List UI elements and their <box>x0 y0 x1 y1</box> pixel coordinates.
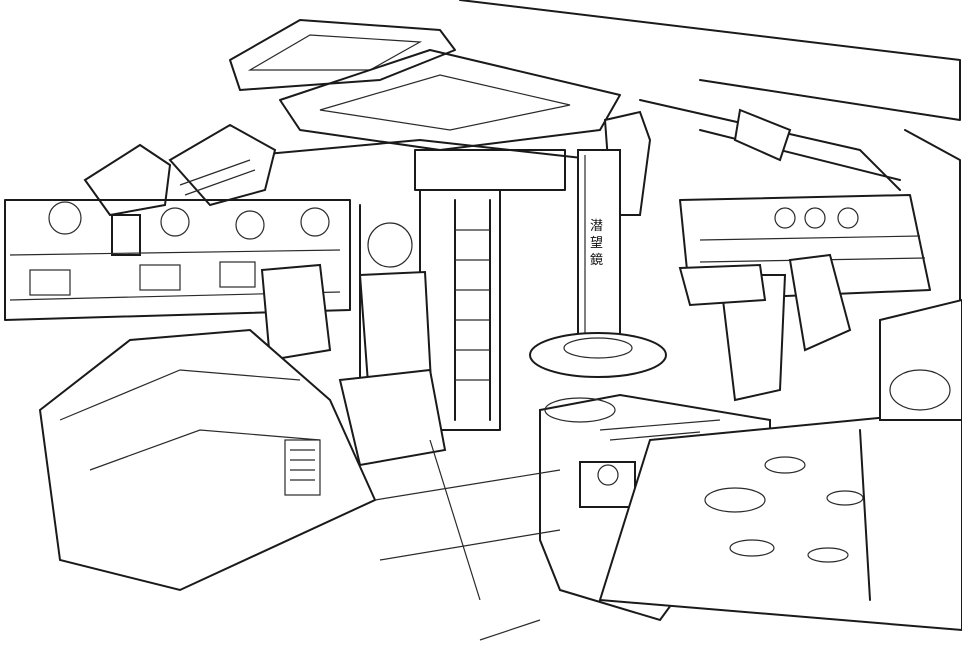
periscope-pillar <box>529 149 667 378</box>
periscope-label: 潜望鏡 <box>590 219 604 268</box>
ceiling <box>199 0 961 191</box>
central-ladder-tower <box>359 149 566 431</box>
right-console <box>539 298 962 632</box>
crew-seats <box>260 253 852 467</box>
floor <box>374 439 561 641</box>
back-consoles <box>4 129 961 381</box>
hanging-monitors <box>83 108 792 256</box>
left-console <box>38 328 377 592</box>
